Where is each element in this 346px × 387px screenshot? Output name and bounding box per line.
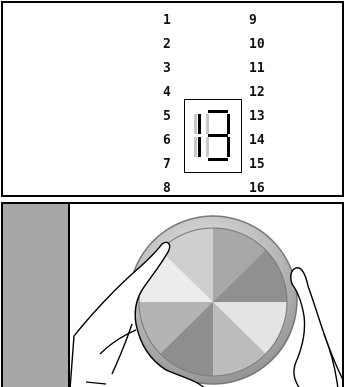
setting-number: 2 <box>163 37 171 53</box>
setting-number: 6 <box>163 133 171 149</box>
setting-number: 4 <box>163 85 171 101</box>
setting-number: 12 <box>249 85 265 101</box>
setting-number: 7 <box>163 157 171 173</box>
seven-segment-display-icon <box>185 100 240 171</box>
gray-side-strip <box>3 204 70 387</box>
setting-number: 9 <box>249 13 257 29</box>
setting-number: 10 <box>249 37 265 53</box>
setting-number: 14 <box>249 133 265 149</box>
setting-number: 8 <box>163 181 171 197</box>
setting-number: 1 <box>163 13 171 29</box>
setting-number: 13 <box>249 109 265 125</box>
knob-illustration-panel <box>1 202 344 387</box>
right-hand-icon <box>291 268 344 387</box>
rotary-knob-icon <box>129 216 297 384</box>
digital-display <box>184 99 242 173</box>
hands-holding-knob-icon <box>70 204 344 387</box>
display-digit-1 <box>194 114 201 157</box>
setting-number: 16 <box>249 181 265 197</box>
settings-panel: 1 2 3 4 5 6 7 8 9 10 11 12 13 14 15 16 <box>1 1 344 197</box>
setting-number: 5 <box>163 109 171 125</box>
setting-number: 11 <box>249 61 265 77</box>
setting-number: 3 <box>163 61 171 77</box>
display-digit-3 <box>206 110 230 161</box>
setting-number: 15 <box>249 157 265 173</box>
